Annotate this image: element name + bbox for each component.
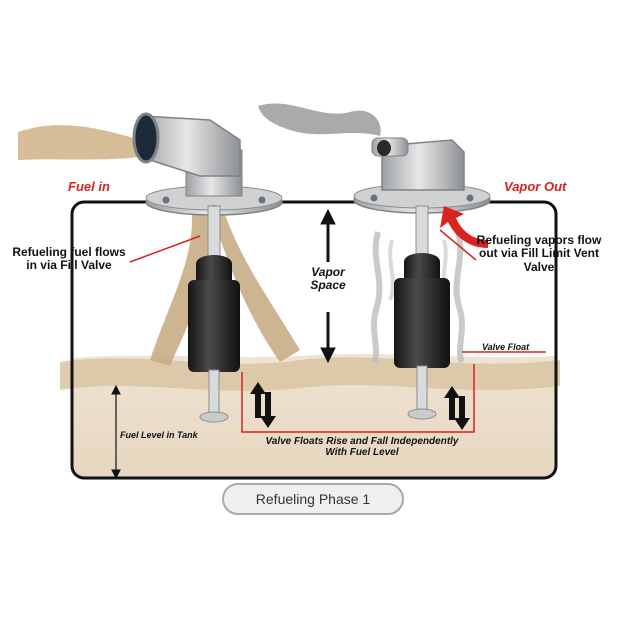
phase-label: Refueling Phase 1	[222, 483, 404, 515]
vent-valve-caption: Refueling vapors flow out via Fill Limit…	[476, 233, 602, 274]
vapor-out-arrow	[440, 206, 488, 248]
left-float-updown-arrows	[250, 382, 276, 428]
vent-valve-pointer	[439, 229, 477, 261]
valve-float-label: Valve Float	[482, 342, 530, 352]
fuel-spray-stream	[18, 125, 146, 160]
vapor-cloud	[258, 103, 381, 136]
tank-outline	[70, 200, 558, 480]
fuel-spray-column	[150, 200, 300, 366]
fill-valve	[132, 112, 283, 423]
fill-valve-caption: Refueling fuel flows in via Fill Valve	[12, 245, 126, 273]
vent-valve	[353, 137, 491, 420]
fill-valve-pointer	[129, 235, 201, 263]
fuel-level-arrow	[111, 384, 121, 480]
fuel-in-label: Fuel in	[68, 179, 110, 194]
floats-caption: Valve Floats Rise and Fall Independently…	[265, 436, 459, 459]
vapor-out-label: Vapor Out	[504, 179, 567, 194]
vapor-space-arrow	[320, 208, 336, 364]
fuel-level-label: Fuel Level in Tank	[120, 430, 198, 440]
right-float-updown-arrows	[444, 386, 470, 430]
float-bracket	[241, 364, 475, 433]
vapor-space-label: Vapor Space	[310, 265, 346, 293]
